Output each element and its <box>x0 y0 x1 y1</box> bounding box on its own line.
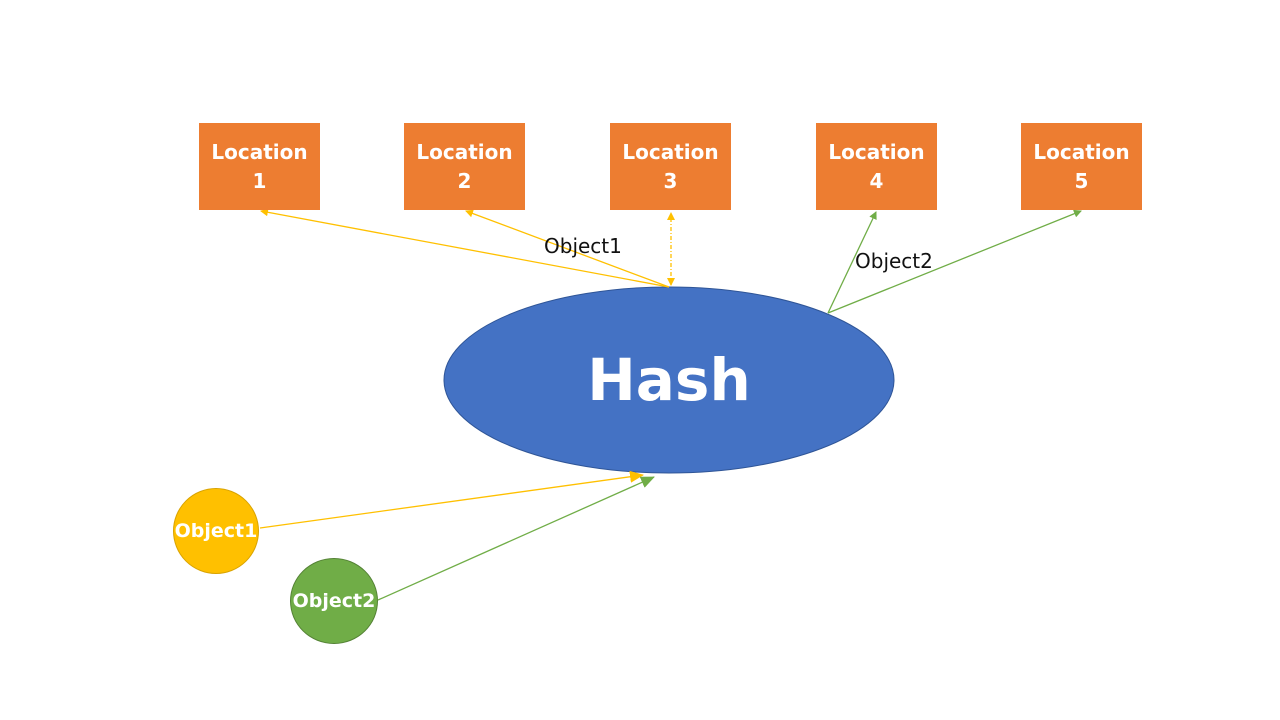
location-2-number: 2 <box>457 168 472 193</box>
edge-label-object2: Object2 <box>855 249 933 273</box>
edge-hash-location5 <box>827 209 1082 314</box>
object2-circle: Object2 <box>290 558 378 644</box>
location-3-title: Location <box>622 139 719 164</box>
location-1-number: 1 <box>252 168 267 193</box>
location-5-title: Location <box>1033 139 1130 164</box>
location-1-box: Location 1 <box>199 123 320 210</box>
location-5-box: Location 5 <box>1021 123 1142 210</box>
hash-label: Hash <box>587 346 751 414</box>
edge-object1-hash <box>259 470 644 529</box>
location-2-box: Location 2 <box>404 123 525 210</box>
object1-circle: Object1 <box>173 488 259 574</box>
object2-label: Object2 <box>292 590 376 612</box>
edge-hash-location2 <box>465 209 670 288</box>
location-4-title: Location <box>828 139 925 164</box>
location-1-title: Location <box>211 139 308 164</box>
edge-hash-location4 <box>827 211 877 314</box>
location-3-box: Location 3 <box>610 123 731 210</box>
edge-hash-location1 <box>260 208 670 288</box>
object1-label: Object1 <box>174 520 258 542</box>
location-4-box: Location 4 <box>816 123 937 210</box>
edge-object2-hash <box>377 476 655 601</box>
location-3-number: 3 <box>663 168 678 193</box>
location-2-title: Location <box>416 139 513 164</box>
location-4-number: 4 <box>869 168 884 193</box>
location-5-number: 5 <box>1074 168 1089 193</box>
edge-label-object1: Object1 <box>544 234 622 258</box>
